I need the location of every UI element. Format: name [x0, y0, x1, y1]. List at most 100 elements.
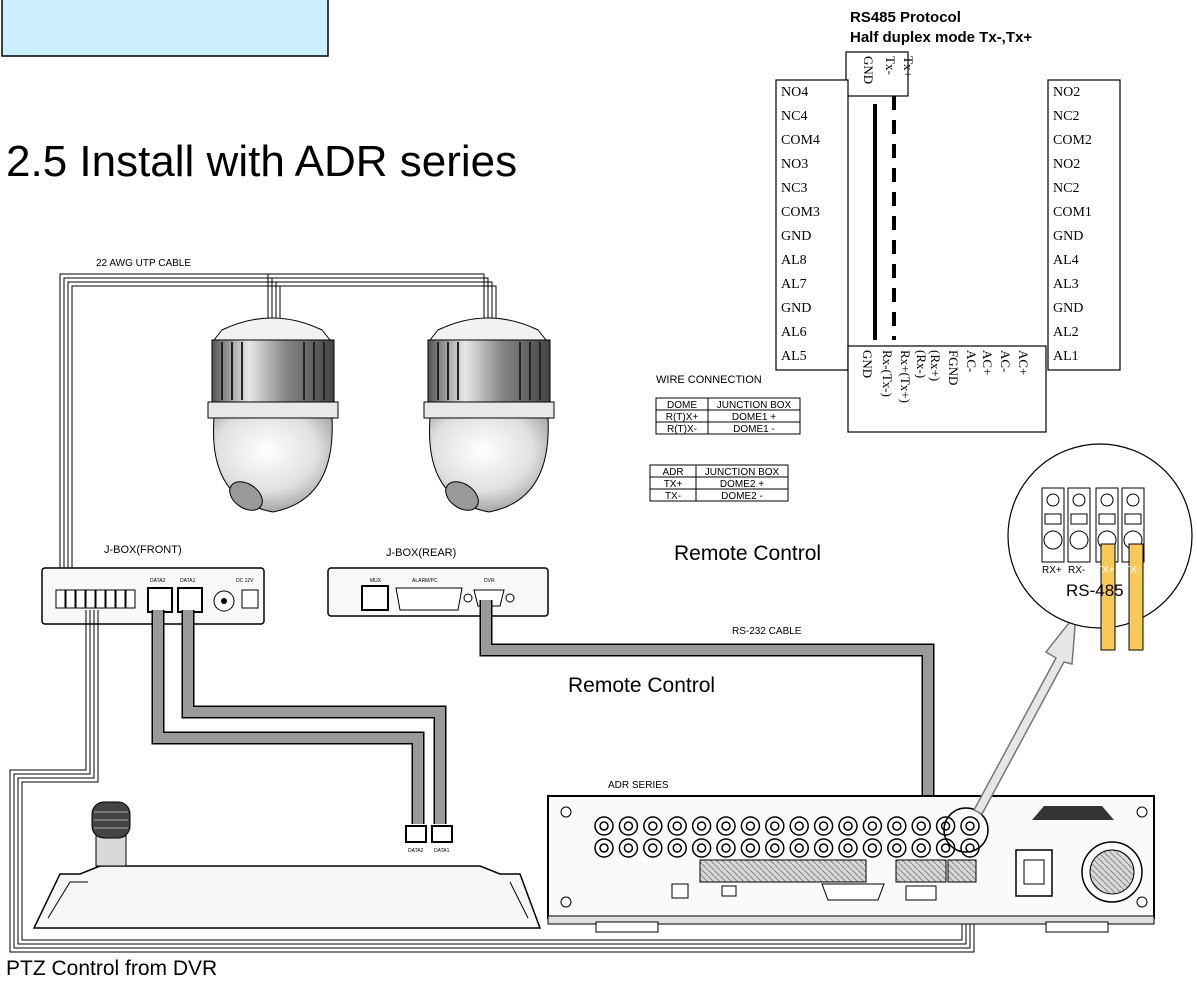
bottom-terminal-label: FGND	[946, 350, 961, 385]
rs232-cable-label: RS-232 CABLE	[732, 626, 802, 637]
connector-label-tx-plus: TX+	[1096, 565, 1115, 576]
adr-dvr	[547, 795, 1155, 933]
table-header-cell: JUNCTION BOX	[705, 467, 780, 478]
bnc-pin	[648, 821, 658, 831]
tx-plus-wire	[1100, 543, 1116, 651]
remote-control-label-2: Remote Control	[568, 674, 715, 697]
remote-control-label-1: Remote Control	[674, 542, 821, 565]
bottom-terminal-label: AC+	[1016, 350, 1031, 375]
jbox-rear-port-mux: MUX	[370, 578, 382, 584]
right-terminal-label: GND	[1053, 229, 1083, 244]
utp-cables	[59, 273, 497, 598]
bnc-pin	[672, 821, 682, 831]
table-cell: TX+	[664, 479, 683, 490]
bnc-pin	[916, 821, 926, 831]
jbox-front-port-dc: DC 12V	[236, 578, 254, 584]
bnc-pin	[940, 843, 951, 853]
bnc-pin	[843, 843, 853, 853]
jbox-front-port-data2: DATA2	[150, 578, 166, 584]
table-frame	[649, 464, 789, 502]
left-terminal-label: NO3	[781, 157, 808, 172]
bnc-pin	[892, 843, 902, 853]
left-terminal-label: COM4	[781, 133, 820, 148]
bnc-pin	[599, 843, 609, 853]
rs232-cable	[481, 600, 933, 804]
bnc-pin	[745, 821, 756, 831]
top-pin-box	[845, 51, 909, 97]
bnc-pin	[916, 843, 926, 853]
bottom-terminal-label: AC-	[998, 350, 1013, 372]
utp-cable-label: 22 AWG UTP CABLE	[96, 258, 191, 269]
right-terminal-block	[1047, 79, 1121, 371]
table-cell: DOME2 -	[721, 491, 763, 502]
rs485-label: RS-485	[1066, 581, 1124, 600]
connector-label-rx-minus: RX-	[1068, 565, 1085, 576]
connector-label-rx-plus: RX+	[1042, 565, 1062, 576]
bottom-terminal-label: (Rx-)	[914, 350, 929, 378]
rs485-connector: RX+ RX- TX+ TX-	[1041, 487, 1145, 651]
bnc-pin	[672, 843, 682, 853]
left-terminal-label: AL7	[781, 277, 807, 292]
left-terminal-label: AL5	[781, 349, 807, 364]
bnc-pin	[818, 821, 829, 831]
connector-label-tx-minus: TX-	[1124, 565, 1140, 576]
bottom-terminal-block	[847, 345, 1047, 433]
right-terminal-label: NO2	[1053, 85, 1080, 100]
bnc-pin	[721, 821, 731, 831]
bottom-terminal-label: AC+	[980, 350, 995, 375]
top-pin-tx-plus: Tx+	[901, 56, 916, 78]
rs485-zoom-circle	[943, 807, 989, 853]
top-pin-tx-minus: Tx-	[883, 56, 898, 75]
bottom-terminal-label: Rx+(Tx+)	[898, 350, 913, 403]
right-terminal-label: AL4	[1053, 253, 1079, 268]
bnc-pin	[794, 843, 804, 853]
left-terminal-label: AL6	[781, 325, 807, 340]
right-terminal-label: NC2	[1053, 109, 1079, 124]
jbox-front-label: J-BOX(FRONT)	[104, 544, 182, 556]
bnc-pin	[745, 843, 756, 853]
bnc-pin	[696, 843, 707, 853]
left-terminal-label: NC4	[781, 109, 807, 124]
jbox-rear-port-alarm: ALARM/PC	[412, 578, 438, 584]
right-terminal-label: COM1	[1053, 205, 1092, 220]
right-terminal-label: COM2	[1053, 133, 1092, 148]
right-terminal-label: NC2	[1053, 181, 1079, 196]
top-left-note-box	[1, 0, 329, 57]
bnc-pin	[770, 821, 780, 831]
page-title: 2.5 Install with ADR series	[6, 137, 517, 186]
bnc-pin	[623, 821, 634, 831]
table-header-cell: JUNCTION BOX	[717, 400, 792, 411]
table-header-cell: ADR	[662, 467, 683, 478]
ptz-keyboard: DATA2 DATA1	[32, 801, 542, 929]
table-frame	[655, 397, 801, 435]
data1-cable	[183, 610, 445, 824]
bnc-pin	[965, 821, 975, 831]
keyboard-port-data1: DATA1	[434, 848, 450, 854]
bottom-terminal-label: AC-	[964, 350, 979, 372]
bottom-terminal-label: Rx-(Tx-)	[880, 350, 895, 397]
bnc-pin	[892, 821, 902, 831]
jbox-front-port-data1: DATA1	[180, 578, 196, 584]
table-cell: DOME1 +	[732, 412, 776, 423]
bnc-pin	[867, 821, 878, 831]
zoom-arrow	[972, 611, 1077, 815]
jbox-rear-port-dvr: DVR	[484, 578, 495, 584]
left-terminal-label: GND	[781, 229, 811, 244]
bnc-pin	[818, 843, 829, 853]
table-cell: DOME1 -	[733, 424, 775, 435]
bnc-pin	[599, 821, 609, 831]
left-terminal-label: GND	[781, 301, 811, 316]
table-cell: R(T)X+	[666, 412, 699, 423]
bottom-terminal-label: GND	[860, 350, 875, 378]
right-terminal-label: GND	[1053, 301, 1083, 316]
top-pin-gnd: GND	[861, 56, 876, 84]
right-terminal-label: AL2	[1053, 325, 1079, 340]
jbox-rear-label: J-BOX(REAR)	[386, 547, 456, 559]
rs485-mode-title: Half duplex mode Tx-,Tx+	[850, 29, 1032, 46]
ptz-control-label: PTZ Control from DVR	[6, 957, 217, 980]
bnc-pin	[770, 843, 780, 853]
